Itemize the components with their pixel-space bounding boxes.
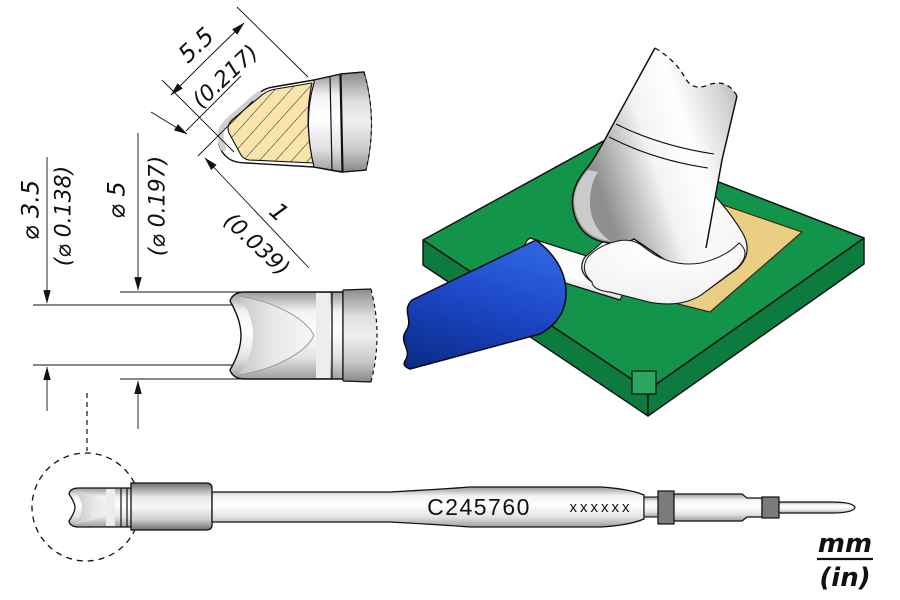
cartridge-collar [130, 482, 213, 531]
dim-heel-in: (0.039) [218, 208, 294, 281]
tip-cap-edges [340, 71, 367, 173]
bevel-section-view [217, 71, 373, 173]
dim-bevel-length-mm: 5.5 [173, 22, 220, 69]
tip-side-view [33, 288, 378, 383]
tip-cap-break-edge [363, 71, 373, 171]
bevel-rim-shading [217, 91, 262, 151]
cartridge-band-1 [657, 490, 675, 525]
cartridge-shaft-body [211, 486, 645, 528]
tip-break-edge-3d [654, 47, 738, 97]
dim-shaft-diameter: ⌀ 5 (⌀ 0.197) [102, 133, 171, 429]
tip-neck [307, 73, 344, 173]
concave-face-wedge [238, 296, 314, 375]
cartridge-tip-band [106, 489, 115, 526]
cartridge-neck [643, 496, 659, 518]
solder-fillet-front [583, 239, 746, 305]
cartridge-tube [673, 493, 763, 522]
cap-side [343, 289, 377, 382]
dim-heel-mm: 1 [264, 197, 294, 228]
dim-shaft-diameter-mm: ⌀ 5 [102, 181, 130, 218]
cartridge-side-view: C245760 xxxxxx [31, 393, 856, 562]
units-legend: mm (in) [817, 529, 873, 593]
dim-shaft-diameter-in: (⌀ 0.197) [146, 156, 171, 256]
tip-ring-line [339, 73, 343, 172]
tip-ring-line [329, 75, 333, 171]
marking-label: xxxxxx [570, 499, 633, 516]
pcb-corner-chamfer [631, 370, 657, 395]
part-number-label: C245760 [427, 494, 531, 520]
cartridge-pin [778, 501, 856, 514]
units-secondary: (in) [819, 563, 870, 593]
polished-band [316, 293, 330, 378]
soldering-illustration [402, 47, 865, 417]
dim-tip-diameter: ⌀ 3.5 (⌀ 0.138) [16, 157, 77, 411]
tip-ring-line-3d [608, 136, 709, 169]
cap-side-break-edge [370, 288, 378, 383]
cap-side-edges [342, 288, 372, 383]
cartridge-band-2 [761, 496, 780, 519]
dim-tip-diameter-in: (⌀ 0.138) [52, 166, 77, 266]
dim-tip-diameter-mm: ⌀ 3.5 [16, 180, 44, 240]
bevel-hatched-face [227, 82, 315, 164]
cartridge-tip-wedge [75, 491, 117, 524]
tip-ring-line-3d [615, 123, 715, 155]
tip-cap [341, 72, 372, 172]
tip-scoop-highlight [574, 170, 610, 241]
units-primary: mm [818, 529, 872, 559]
cable [402, 239, 567, 370]
soldering-tip-3d [572, 48, 737, 272]
concave-face-edge [237, 295, 315, 376]
